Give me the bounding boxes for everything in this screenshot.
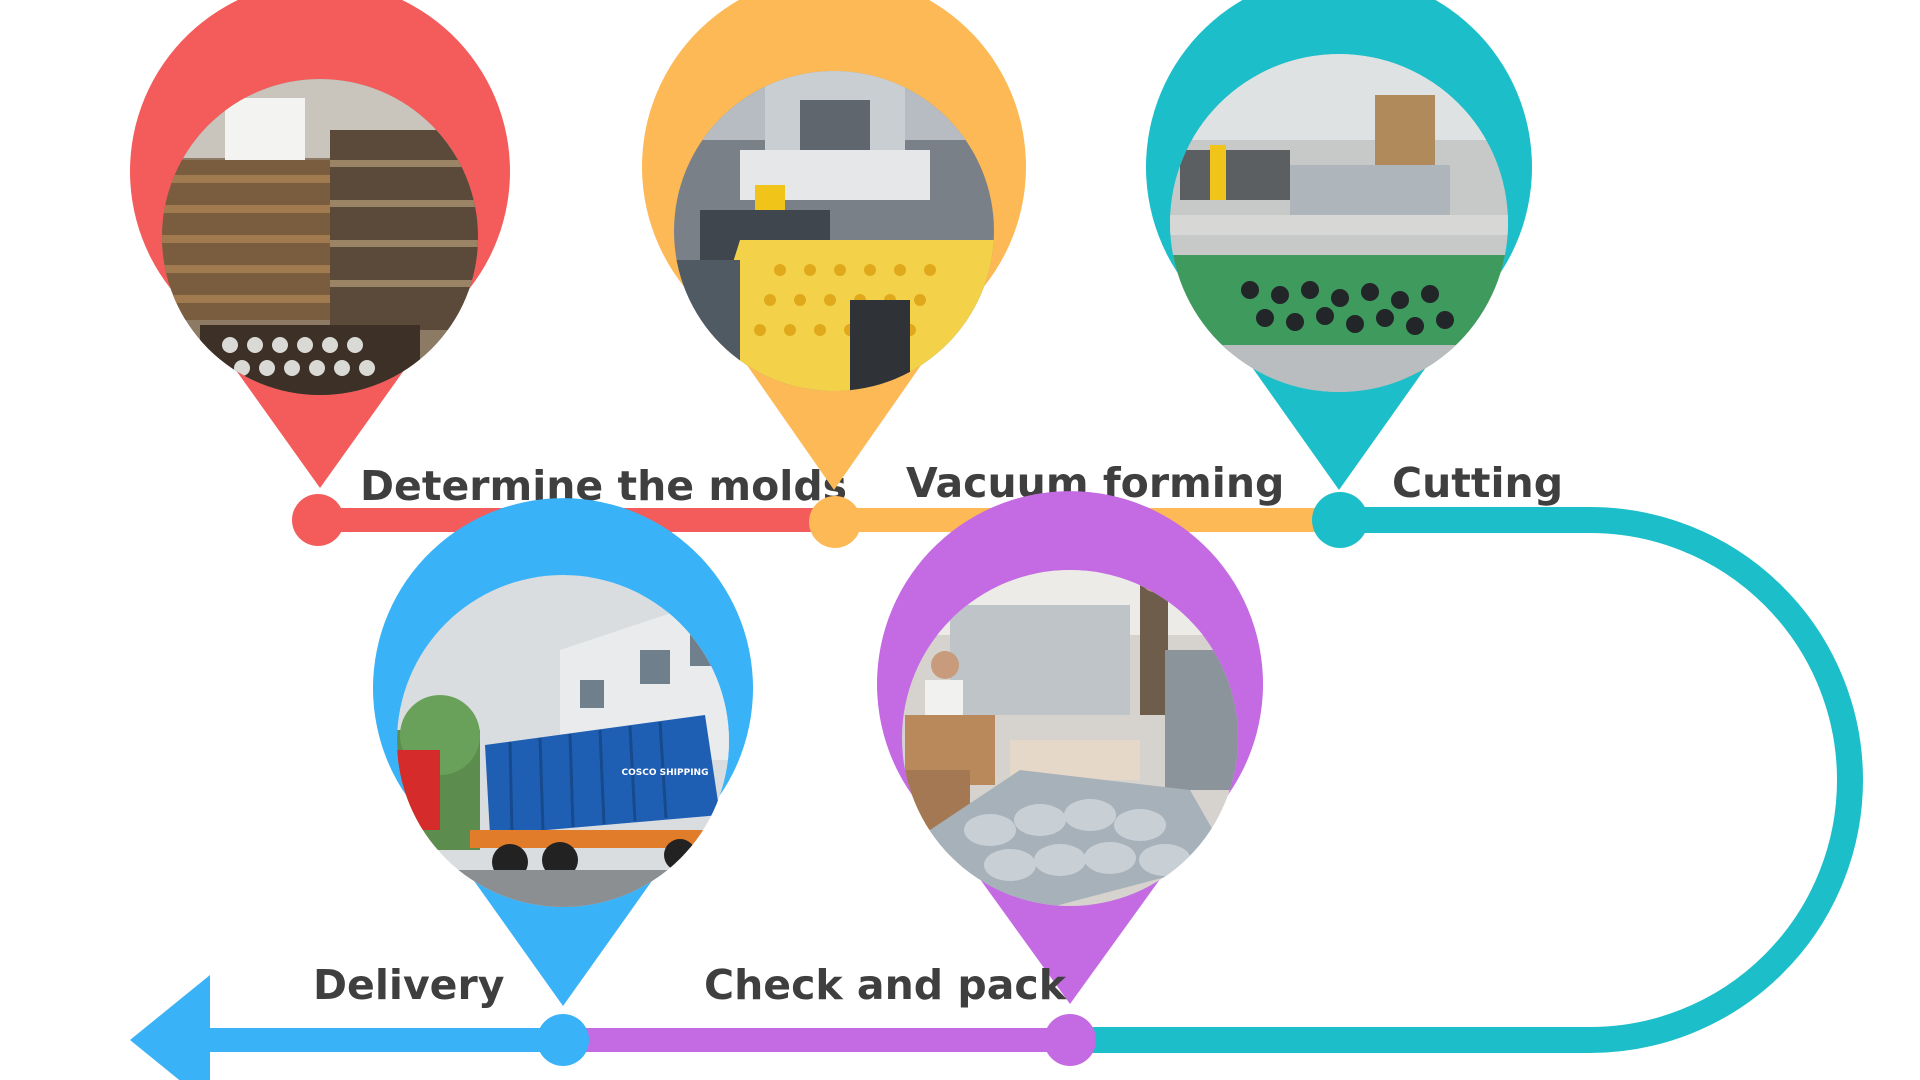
step-node-dot xyxy=(292,494,344,546)
mold-storage-racks-photo xyxy=(162,79,478,395)
step-label: Cutting xyxy=(1392,459,1563,507)
container-logo-text: COSCO SHIPPING xyxy=(622,768,709,778)
step-label: Check and pack xyxy=(704,961,1068,1009)
step-vacuum: Vacuum forming xyxy=(642,0,1284,548)
step-node-dot xyxy=(809,496,861,548)
step-label: Determine the molds xyxy=(360,462,847,510)
track-segment-cutting-loop xyxy=(1070,507,1863,1053)
step-node-dot xyxy=(1044,1014,1096,1066)
step-check: Check and pack xyxy=(704,491,1263,1066)
step-node-dot xyxy=(537,1014,589,1066)
vacuum-forming-machine-photo xyxy=(674,71,994,391)
step-molds: Determine the molds xyxy=(130,0,847,546)
step-label: Delivery xyxy=(313,961,504,1009)
step-delivery: COSCO SHIPPING Delivery xyxy=(313,498,753,1066)
delivery-arrow-head-icon xyxy=(130,975,210,1080)
step-node-dot xyxy=(1312,492,1368,548)
process-track xyxy=(130,507,1863,1080)
